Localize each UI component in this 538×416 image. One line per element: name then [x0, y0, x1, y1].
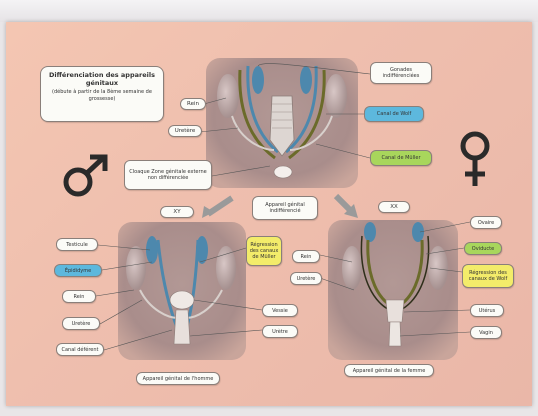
label-regression-wolf: Régression des canaux de Wolf — [462, 264, 514, 288]
label-uretere-xx: Uretère — [290, 272, 322, 285]
label-rein-xx: Rein — [292, 250, 320, 263]
label-vagin: Vagin — [470, 326, 502, 339]
label-uretere-top: Uretère — [168, 125, 202, 137]
caption-female: Appareil génital de la femme — [344, 364, 434, 377]
undifferentiated-illustration — [206, 58, 358, 188]
arrow-down-right-icon — [333, 193, 358, 218]
label-canal-deferent: Canal déférent — [56, 343, 104, 356]
male-illustration — [118, 222, 246, 360]
badge-xy: XY — [160, 206, 194, 218]
arrow-down-left-icon — [202, 195, 234, 218]
label-uretre: Urètre — [262, 325, 298, 338]
background-strip — [0, 0, 538, 22]
badge-xx: XX — [378, 201, 410, 213]
label-regression-muller: Régression des canaux de Müller — [246, 236, 282, 266]
label-canal-muller: Canal de Müller — [370, 150, 432, 166]
label-appareil-indifferencie: Appareil génital indifférencié — [252, 196, 318, 220]
diagram-subtitle: (débute à partir de la 8ème semaine de g… — [52, 89, 152, 102]
diagram-title: Différenciation des appareils génitaux — [49, 71, 155, 87]
label-uretere-xy: Uretère — [62, 317, 100, 330]
label-epididyme: Épididyme — [54, 264, 102, 277]
label-canal-wolf: Canal de Wolf — [364, 106, 424, 122]
label-rein-xy: Rein — [62, 290, 96, 303]
label-oviducte: Oviducte — [464, 242, 502, 255]
label-gonades: Gonades indifférenciées — [370, 62, 432, 84]
label-testicule: Testicule — [56, 238, 98, 251]
caption-male: Appareil génital de l'homme — [136, 372, 220, 385]
label-rein-top: Rein — [180, 98, 206, 110]
label-ovaire: Ovaire — [470, 216, 502, 229]
label-vessie: Vessie — [262, 304, 298, 317]
female-illustration — [328, 220, 458, 360]
label-cloaque: Cloaque Zone génitale externe non différ… — [124, 160, 212, 190]
connector-lines — [95, 63, 471, 351]
female-symbol-icon — [460, 131, 490, 186]
male-symbol-icon — [63, 154, 108, 197]
label-uterus: Utérus — [470, 304, 504, 317]
title-box: Différenciation des appareils génitaux (… — [40, 66, 164, 122]
